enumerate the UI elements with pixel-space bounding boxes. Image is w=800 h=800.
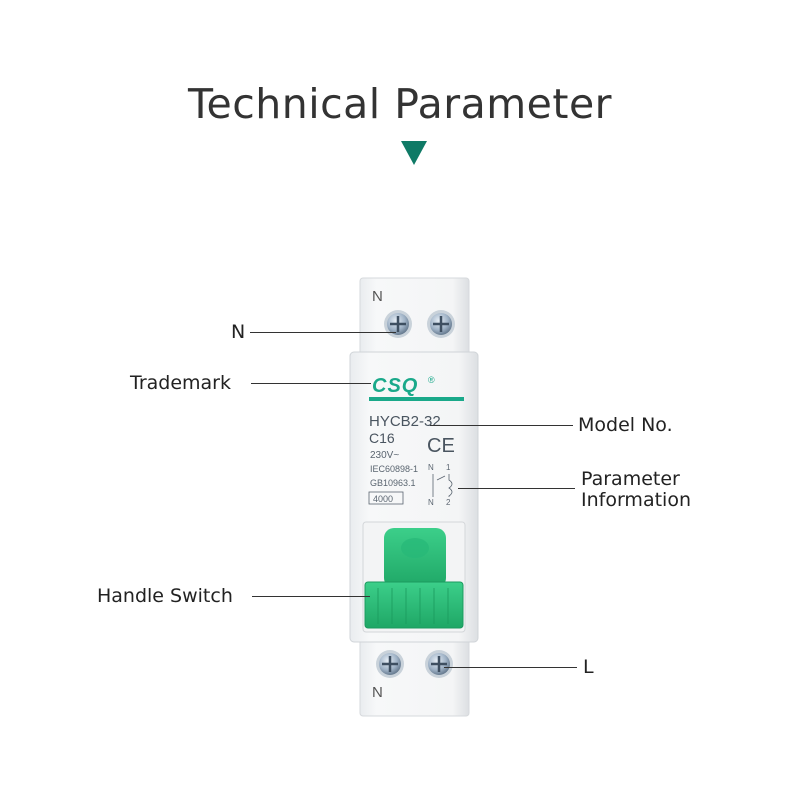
ce-mark: CE xyxy=(427,435,455,457)
terminal-bottom-mark: N xyxy=(372,684,383,701)
triangle-down-icon xyxy=(401,141,427,165)
terminal-top-mark: N xyxy=(372,288,383,305)
standard1-print: IEC60898-1 xyxy=(370,464,418,474)
leader-line-handle-switch xyxy=(252,596,370,597)
leader-line-n xyxy=(250,332,396,333)
capacity-box xyxy=(368,491,404,505)
label-handle-switch: Handle Switch xyxy=(97,585,233,607)
brand-underline xyxy=(369,397,464,401)
label-trademark: Trademark xyxy=(130,372,231,394)
screw-bottom-left-icon xyxy=(376,650,404,678)
voltage-print: 230V~ xyxy=(370,450,399,461)
screw-top-left-icon xyxy=(384,310,412,338)
brand-registered-mark: ® xyxy=(428,375,435,385)
label-n: N xyxy=(231,321,246,343)
screw-top-right-icon xyxy=(427,310,455,338)
leader-line-l xyxy=(444,667,577,668)
rating-print: C16 xyxy=(369,430,395,446)
symbol-n-top: N xyxy=(428,463,434,472)
symbol-one: 1 xyxy=(446,463,451,472)
screw-bottom-right-icon xyxy=(425,650,453,678)
handle-grip xyxy=(364,581,464,629)
label-l: L xyxy=(583,656,594,678)
leader-line-parameter xyxy=(458,488,575,489)
symbol-n-bottom: N xyxy=(428,498,434,507)
standard2-print: GB10963.1 xyxy=(370,478,416,488)
bottom-terminal-block xyxy=(359,633,470,717)
symbol-two: 2 xyxy=(446,498,451,507)
model-print: HYCB2-32 xyxy=(369,413,441,430)
label-parameter-line2: Information xyxy=(581,489,691,511)
circuit-symbol-icon xyxy=(432,474,453,497)
leader-line-trademark xyxy=(251,383,371,384)
leader-line-model-no xyxy=(430,425,573,426)
label-model-no: Model No. xyxy=(578,414,673,436)
page-title: Technical Parameter xyxy=(187,80,613,128)
brand-logo: CSQ xyxy=(372,375,418,397)
capacity-print: 4000 xyxy=(373,494,393,504)
label-parameter-line1: Parameter xyxy=(581,468,680,490)
